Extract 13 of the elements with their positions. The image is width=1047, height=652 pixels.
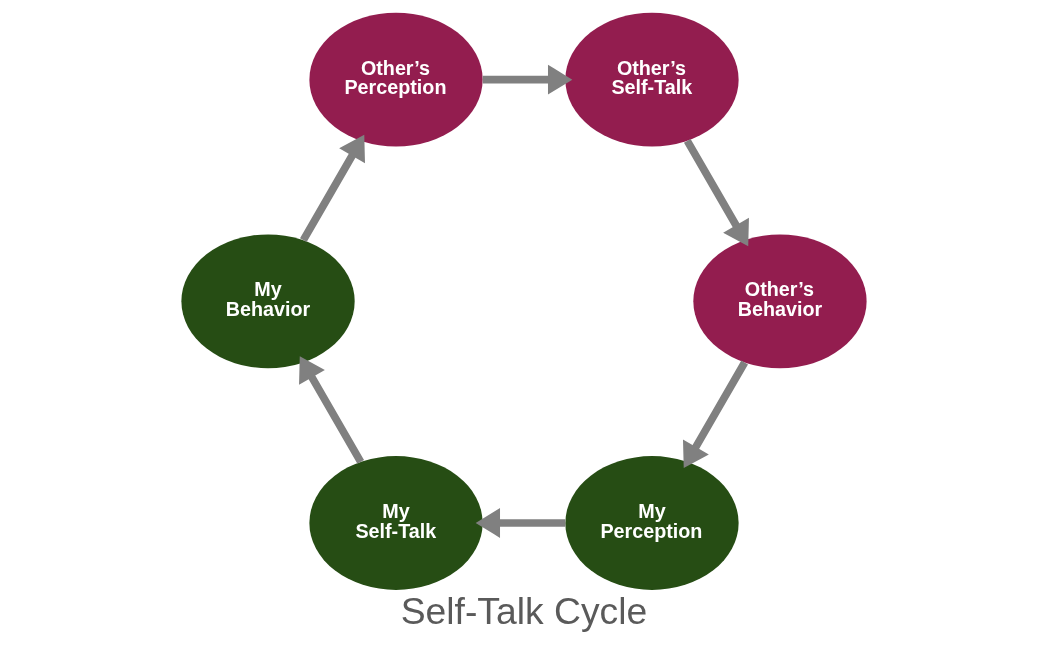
- arrow: [298, 356, 364, 464]
- diagram-title: Self-Talk Cycle: [400, 590, 647, 633]
- node-ellipse: My Behavior: [180, 234, 355, 369]
- arrow: [482, 64, 572, 95]
- arrow: [299, 134, 365, 243]
- arrow: [682, 360, 748, 468]
- arrow: [683, 138, 749, 247]
- node-ellipse: Other’s Perception: [308, 12, 483, 147]
- node-ellipse: My Perception: [564, 456, 739, 590]
- node-ellipse: My Self-Talk: [308, 456, 483, 590]
- node-ellipse: Other’s Behavior: [692, 234, 867, 369]
- arrow: [475, 508, 565, 538]
- node-ellipse: Other’s Self-Talk: [564, 12, 739, 147]
